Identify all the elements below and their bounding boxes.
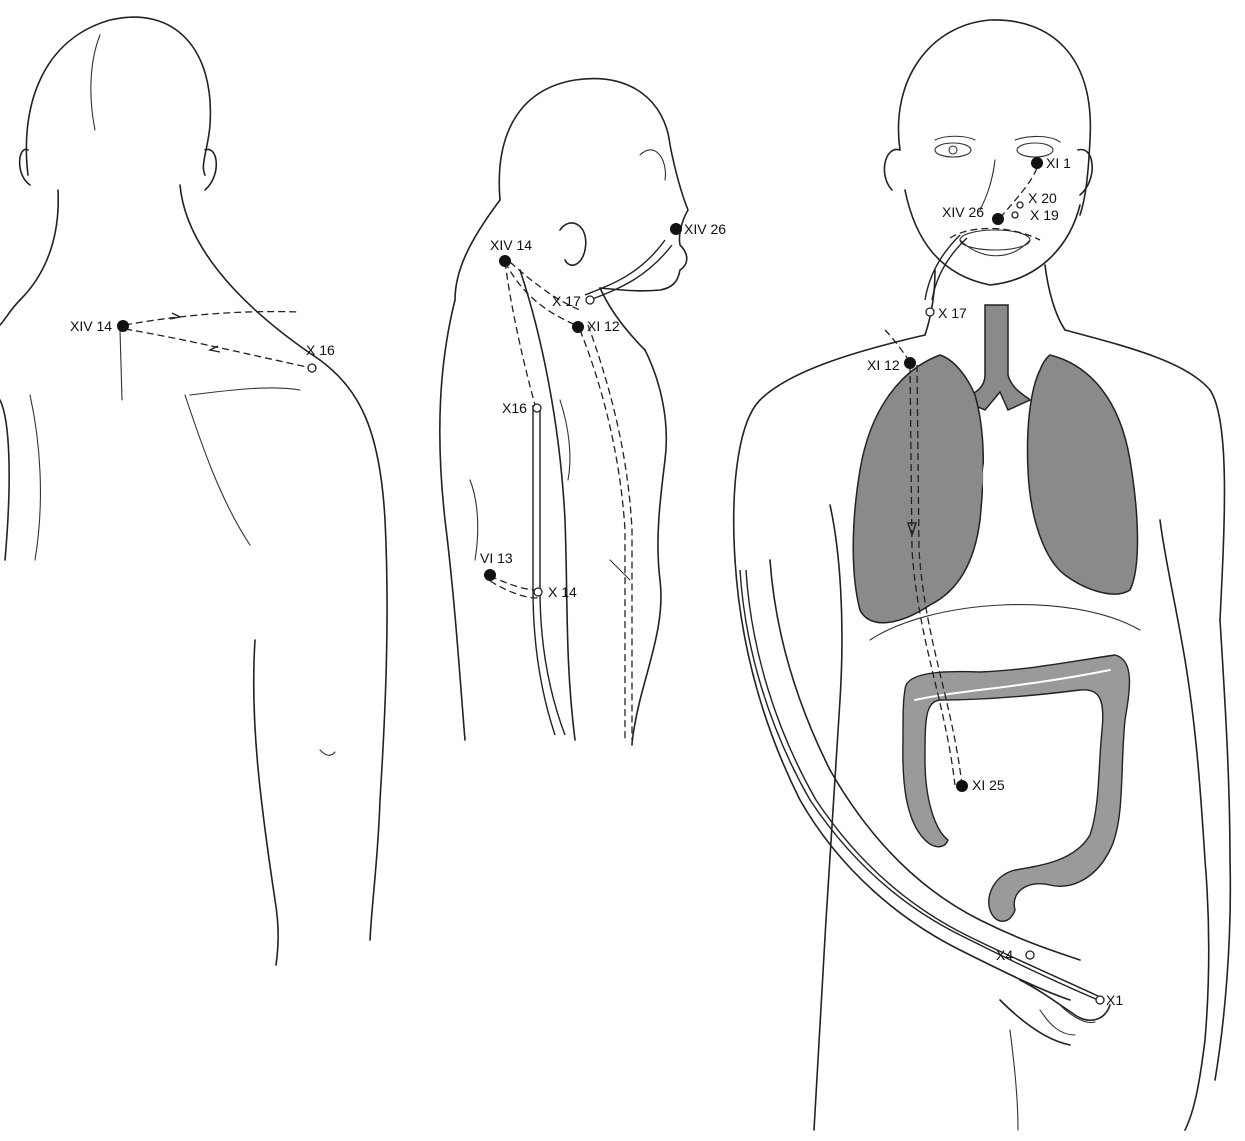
acupoint-x17-side bbox=[586, 296, 594, 304]
side-view-figure: XIV 26 XIV 14 X 17 XI 12 X16 VI 13 X 14 bbox=[440, 79, 726, 745]
label-xi12-side: XI 12 bbox=[587, 318, 620, 334]
acupoint-x16-side bbox=[533, 404, 541, 412]
label-xi1-front: XI 1 bbox=[1046, 155, 1071, 171]
label-x17-side: X 17 bbox=[552, 293, 581, 309]
label-x16-side: X16 bbox=[502, 400, 527, 416]
acupoint-x20-front bbox=[1017, 202, 1023, 208]
acupoint-xiv14-back bbox=[117, 320, 129, 332]
acupoint-xiv14-side bbox=[499, 255, 511, 267]
label-x1-front: X1 bbox=[1106, 992, 1123, 1008]
acupoint-x17-front bbox=[926, 308, 934, 316]
label-xi12-front: XI 12 bbox=[867, 357, 900, 373]
label-vi13-side: VI 13 bbox=[480, 550, 513, 566]
acupoint-x4-front bbox=[1026, 951, 1034, 959]
acupoint-x19-front bbox=[1012, 212, 1018, 218]
label-xiv14-back: XIV 14 bbox=[70, 318, 112, 334]
acupoint-xi1-front bbox=[1031, 157, 1043, 169]
label-xi25-front: XI 25 bbox=[972, 777, 1005, 793]
acupoint-xiv26-side bbox=[670, 223, 682, 235]
acupoint-x1-front bbox=[1096, 996, 1104, 1004]
acupoint-xi12-side bbox=[572, 321, 584, 333]
label-xiv14-side: XIV 14 bbox=[490, 237, 532, 253]
acupoint-x16-back bbox=[308, 364, 316, 372]
acupoint-xi25-front bbox=[956, 780, 968, 792]
label-x19-front: X 19 bbox=[1030, 207, 1059, 223]
label-x17-front: X 17 bbox=[938, 305, 967, 321]
label-x20-front: X 20 bbox=[1028, 190, 1057, 206]
front-view-figure: XI 1 X 20 XIV 26 X 19 X 17 XI 12 XI 25 X… bbox=[734, 20, 1231, 1130]
acupoint-x14-side bbox=[534, 588, 542, 596]
label-xiv26-front: XIV 26 bbox=[942, 204, 984, 220]
label-x4-front: X4 bbox=[996, 947, 1013, 963]
back-view-figure: XIV 14 X 16 bbox=[0, 17, 387, 965]
acupoint-vi13-side bbox=[484, 569, 496, 581]
label-xiv26-side: XIV 26 bbox=[684, 221, 726, 237]
label-x14-side: X 14 bbox=[548, 584, 577, 600]
acupoint-xiv26-front bbox=[992, 213, 1004, 225]
acupoint-xi12-front bbox=[904, 357, 916, 369]
label-x16-back: X 16 bbox=[306, 342, 335, 358]
